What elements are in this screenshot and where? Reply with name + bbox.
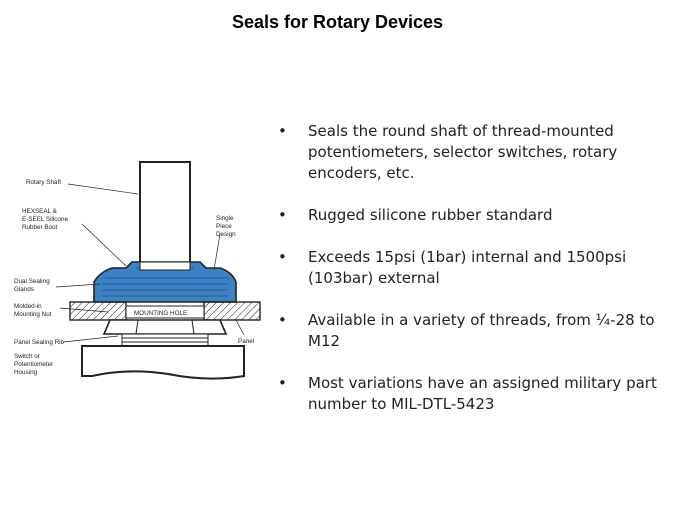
bullet-marker: • — [278, 206, 287, 224]
bullet-item: • Available in a variety of threads, from… — [278, 310, 658, 352]
label-mounting-hole: MOUNTING HOLE — [134, 310, 187, 317]
label-housing-1: Switch or — [14, 353, 40, 360]
bullet-marker: • — [278, 311, 287, 329]
bullet-item: • Seals the round shaft of thread-mounted… — [278, 121, 658, 184]
bullet-item: • Rugged silicone rubber standard — [278, 205, 658, 226]
leader-lines — [55, 183, 245, 343]
label-dual-2: Glands — [14, 286, 34, 293]
label-boot-2: E-SEEL Silicone — [22, 216, 68, 223]
seal-cross-section-drawing: Rotary Shaft HEXSEAL & E-SEEL Silicone R… — [14, 161, 261, 380]
rotary-seal-diagram: Rotary Shaft HEXSEAL & E-SEEL Silicone R… — [8, 150, 268, 395]
label-rib: Panel Sealing Rib — [14, 339, 65, 346]
slide-title: Seals for Rotary Devices — [231, 12, 444, 32]
label-dual-1: Dual Sealing — [14, 278, 50, 285]
rotary-shaft — [139, 161, 191, 271]
label-molded-1: Molded-in — [14, 303, 42, 310]
label-single-1: Single — [216, 215, 234, 222]
bullet-list: • Seals the round shaft of thread-mounted… — [278, 121, 658, 436]
threaded-body — [121, 333, 209, 347]
bullet-text: Seals the round shaft of thread-mounted … — [308, 122, 618, 182]
rubber-boot — [93, 261, 237, 303]
boot-thread-texture — [102, 267, 228, 297]
label-rotary-shaft: Rotary Shaft — [26, 179, 61, 186]
label-single-3: Design — [216, 231, 236, 238]
label-molded-2: Mounting Nut — [14, 311, 52, 318]
bullet-text: Available in a variety of threads, from … — [308, 311, 655, 350]
bullet-text: Rugged silicone rubber standard — [308, 206, 553, 224]
mounting-hole-box — [125, 305, 205, 319]
label-panel: Panel — [238, 338, 254, 345]
panel-right — [203, 301, 261, 321]
housing — [81, 345, 245, 380]
hex-nut — [102, 319, 228, 335]
bullet-marker: • — [278, 248, 287, 266]
label-boot-1: HEXSEAL & — [22, 208, 58, 215]
bullet-item: • Most variations have an assigned milita… — [278, 373, 658, 415]
bullet-text: Most variations have an assigned militar… — [308, 374, 657, 413]
bullet-marker: • — [278, 122, 287, 140]
label-single-2: Piece — [216, 223, 232, 230]
label-boot-3: Rubber Boot — [22, 224, 58, 231]
label-housing-2: Potentiometer — [14, 361, 53, 368]
label-housing-3: Housing — [14, 369, 38, 376]
bullet-item: • Exceeds 15psi (1bar) internal and 1500p… — [278, 247, 658, 289]
bullet-text: Exceeds 15psi (1bar) internal and 1500ps… — [308, 248, 627, 287]
bullet-marker: • — [278, 374, 287, 392]
